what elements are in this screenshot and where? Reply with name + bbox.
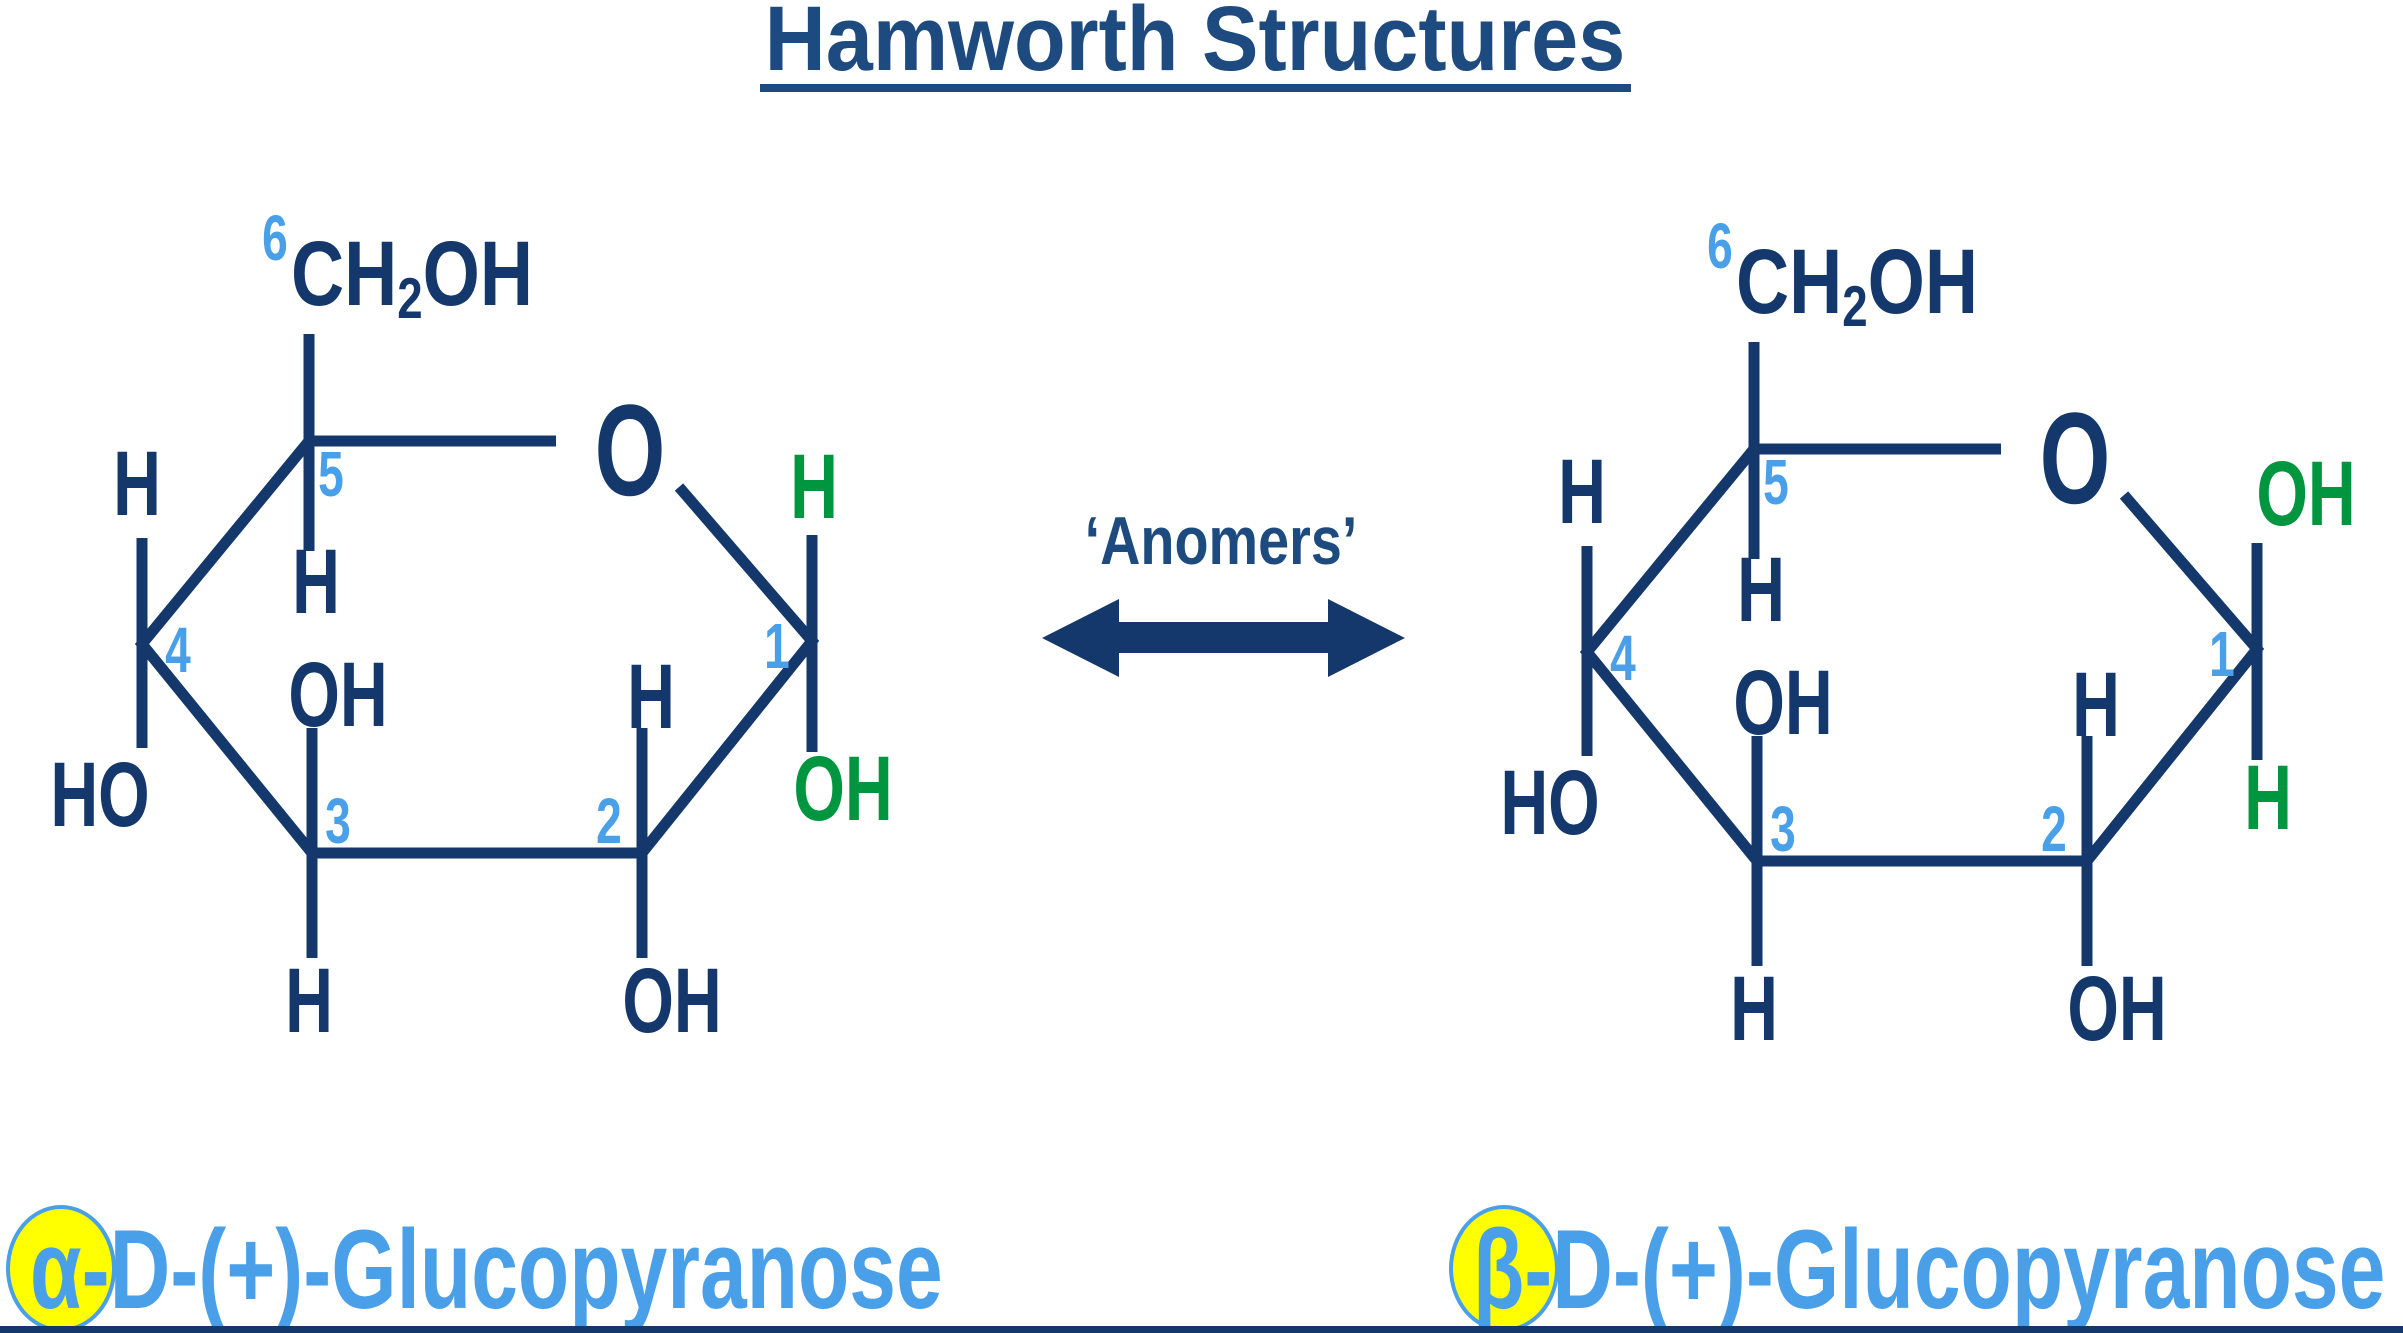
- alpha-symbol: α-: [30, 1207, 110, 1332]
- alpha-caption: α-D-(+)-Glucopyranose: [30, 1214, 943, 1326]
- alpha-carbon4-number: 4: [165, 614, 191, 686]
- bottom-border-strip: [0, 1326, 2403, 1333]
- beta-carbon4-number: 4: [1610, 622, 1636, 694]
- title-underline: [760, 84, 1631, 92]
- alpha-c4-ho-label: HO: [50, 744, 150, 846]
- beta-c2-oh-label: OH: [2067, 958, 2167, 1060]
- beta-ch2oh-label: CH2OH: [1735, 231, 1979, 339]
- beta-c3-h-label: H: [1730, 958, 1778, 1060]
- alpha-carbon1-number: 1: [764, 610, 790, 682]
- alpha-c2-oh-label: OH: [622, 950, 722, 1052]
- beta-carbon2-number: 2: [2041, 793, 2067, 865]
- beta-carbon3-number: 3: [1770, 793, 1796, 865]
- beta-symbol: β-: [1473, 1207, 1553, 1332]
- beta-caption: β-D-(+)-Glucopyranose: [1473, 1214, 2385, 1326]
- alpha-carbon2-number: 2: [596, 785, 622, 857]
- beta-carbon1-number: 1: [2209, 618, 2235, 690]
- beta-carbon6-number: 6: [1707, 210, 1733, 282]
- alpha-anomeric-h-label: H: [790, 436, 838, 538]
- beta-caption-text: D-(+)-Glucopyranose: [1552, 1207, 2386, 1332]
- beta-c3-oh-label: OH: [1733, 652, 1833, 754]
- alpha-caption-text: D-(+)-Glucopyranose: [109, 1207, 943, 1332]
- beta-c5-h-label: H: [1737, 539, 1785, 641]
- alpha-c2-h-label: H: [627, 646, 675, 748]
- alpha-c3-h-label: H: [285, 950, 333, 1052]
- alpha-carbon6-number: 6: [262, 202, 288, 274]
- beta-ring-oxygen-label: O: [2039, 385, 2111, 531]
- page-title: Hamworth Structures: [764, 0, 1626, 90]
- beta-c4-ho-label: HO: [1500, 752, 1600, 854]
- alpha-c3-oh-label: OH: [288, 644, 388, 746]
- anomers-label: ‘Anomers’: [1084, 503, 1358, 579]
- alpha-c5-h-label: H: [292, 531, 340, 633]
- beta-anomeric-h-label: H: [2244, 747, 2292, 849]
- beta-carbon5-number: 5: [1763, 446, 1789, 518]
- beta-c4-h-label: H: [1558, 441, 1606, 543]
- beta-anomeric-oh-label: OH: [2256, 443, 2356, 545]
- beta-c2-h-label: H: [2072, 654, 2120, 756]
- beta-ring-bonds: [1579, 342, 2265, 966]
- alpha-c4-h-label: H: [113, 433, 161, 535]
- alpha-ring-bonds: [134, 334, 820, 958]
- alpha-carbon5-number: 5: [318, 438, 344, 510]
- alpha-anomeric-oh-label: OH: [793, 738, 893, 840]
- double-arrow-icon: [1042, 599, 1405, 677]
- alpha-carbon3-number: 3: [325, 785, 351, 857]
- alpha-ring-oxygen-label: O: [594, 377, 666, 523]
- beta-highlight-ellipse: [1449, 1205, 1559, 1332]
- alpha-ch2oh-label: CH2OH: [290, 223, 534, 331]
